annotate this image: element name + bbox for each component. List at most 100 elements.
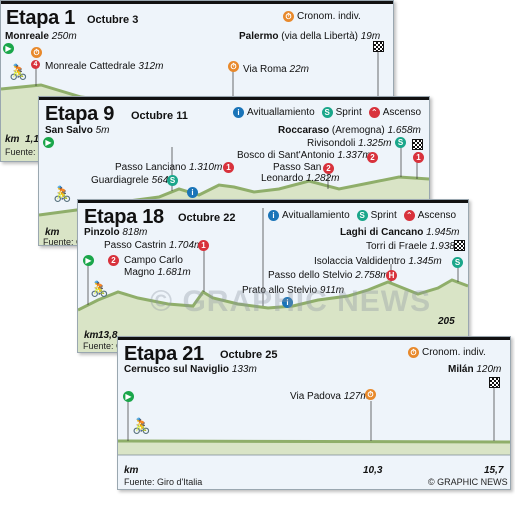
stage9-legend1: Avituallamiento <box>247 107 315 118</box>
stage1-point2-name: Via Roma <box>243 64 287 75</box>
stage9-finish-note: (Aremogna) <box>331 125 385 136</box>
climb-icon: 1 <box>413 152 424 163</box>
feed-zone-icon: i <box>268 210 279 221</box>
stage18-p3-alt: 1.938m <box>429 241 464 252</box>
finish-flag-icon <box>373 41 384 52</box>
stage18-p1-name: Passo Castrin <box>104 240 167 251</box>
stopwatch-icon: ⏱ <box>283 11 294 22</box>
climb-icon: 4 <box>31 60 40 69</box>
stopwatch-icon: ⏱ <box>228 61 239 72</box>
stage18-p3: Torri di Fraele 1.938m <box>366 241 463 252</box>
stage1-finish: Palermo (via della Libertà) 19m <box>239 31 380 42</box>
sprint-icon: S <box>167 175 178 186</box>
stage21-km-end: 15,7 <box>484 465 504 476</box>
stage9-p4: Leonardo 1.282m <box>261 173 339 184</box>
stage1-date: Octubre 3 <box>87 14 139 26</box>
stage1-topbar <box>1 1 393 4</box>
cyclist-icon: 🚴 <box>9 64 28 81</box>
stage18-p6: Prato allo Stelvio 911m <box>242 285 344 296</box>
finish-flag-icon <box>454 240 465 251</box>
stage1-title: Etapa 1 <box>6 7 76 29</box>
stage9-title: Etapa 9 <box>45 103 115 125</box>
stage9-p6-name: Guardiagrele <box>91 175 149 186</box>
stage1-start: Monreale 250m <box>5 31 77 42</box>
stage18-p4-alt: 1.345m <box>408 256 442 267</box>
stage1-km-start: 1,1 <box>25 134 39 145</box>
stage18-km-end: 205 <box>438 316 455 327</box>
stage9-p2: Bosco di Sant'Antonio 1.337m <box>237 150 371 161</box>
stage1-km-label: km <box>5 134 20 145</box>
stage21-p1-alt: 127m <box>343 391 369 402</box>
stage9-topbar <box>39 97 429 100</box>
stage21-credit: © GRAPHIC NEWS <box>428 477 508 487</box>
stage18-p5-alt: 2.758m <box>355 270 389 281</box>
climb-icon: H <box>386 270 397 281</box>
stage1-point1-alt: 312m <box>138 61 164 72</box>
stage18-legend3: Ascenso <box>417 210 457 221</box>
stage1-start-name: Monreale <box>5 31 49 42</box>
stage1-source: Fuente: G <box>5 147 46 157</box>
stage21-profile-svg <box>118 340 510 489</box>
watermark: © GRAPHIC NEWS <box>150 285 432 318</box>
stage9-p5-name: Passo Lanciano <box>115 162 187 173</box>
stage9-start: San Salvo 5m <box>45 125 110 136</box>
stage18-start: Pinzolo 818m <box>84 227 147 238</box>
stage1-legend: ⏱ Cronom. indiv. <box>283 11 361 22</box>
start-flag-icon: ▶ <box>83 255 94 266</box>
climb-icon: 2 <box>108 255 119 266</box>
climb-icon: 2 <box>367 152 378 163</box>
stage18-p2b-name: Magno <box>124 267 155 278</box>
start-flag-icon: ▶ <box>3 43 14 54</box>
sprint-icon: S <box>395 137 406 148</box>
stage18-topbar <box>78 200 468 203</box>
stopwatch-icon: ⏱ <box>365 389 376 400</box>
stage1-start-alt: 250m <box>51 31 77 42</box>
feed-zone-icon: i <box>187 187 198 198</box>
stage18-p4: Isolaccia Valdidentro 1.345m <box>314 256 442 267</box>
finish-flag-icon <box>489 377 500 388</box>
feed-zone-icon: i <box>282 297 293 308</box>
stage21-km-label: km <box>124 465 139 476</box>
stage9-legend2: Sprint <box>335 107 362 118</box>
stage1-point2-alt: 22m <box>289 64 309 75</box>
stage18-km-label: km <box>84 330 99 341</box>
stage18-p2-name: Campo Carlo <box>124 255 183 266</box>
stage9-finish-name: Roccaraso <box>278 125 330 136</box>
stage18-p1-alt: 1.704m <box>169 240 203 251</box>
climb-icon: ⌃ <box>368 107 380 118</box>
climb-icon: ⌃ <box>403 210 415 221</box>
stage21-topbar <box>118 337 510 340</box>
cyclist-icon: 🚴 <box>90 281 109 298</box>
stopwatch-icon: ⏱ <box>408 347 419 358</box>
stage18-profile-svg <box>78 203 468 352</box>
stage9-p6: Guardiagrele 564m <box>91 175 177 186</box>
cyclist-icon: 🚴 <box>53 186 72 203</box>
stage18-p6-alt: 911m <box>319 285 345 296</box>
stage18-km-start: 13,8 <box>98 330 118 341</box>
stage21-legend: ⏱ Cronom. indiv. <box>408 347 486 358</box>
stage9-p5: Passo Lanciano 1.310m <box>115 162 222 173</box>
stage9-p5-alt: 1.310m <box>188 162 223 173</box>
stage18-legend2: Sprint <box>370 210 397 221</box>
stage18-finish-name: Laghi di Cancano <box>340 227 424 238</box>
stage1-finish-alt: 19m <box>360 31 381 42</box>
stage9-start-alt: 5m <box>95 125 110 136</box>
stage1-point1-name: Monreale Cattedrale <box>45 61 136 72</box>
stage18-card: Etapa 18 Octubre 22 i Avituallamiento S … <box>77 199 469 353</box>
stage21-legend-label: Cronom. indiv. <box>422 347 486 358</box>
stage18-p2-alt: 1.681m <box>157 267 191 278</box>
stage21-finish: Milán 120m <box>448 364 501 375</box>
stage21-p1: Via Padova 127m <box>290 391 369 402</box>
cyclist-icon: 🚴 <box>132 418 151 435</box>
stage18-p5: Passo dello Stelvio 2.758m <box>268 270 389 281</box>
stage18-p6-name: Prato allo Stelvio <box>242 285 318 296</box>
stage9-km-label: km <box>45 227 60 238</box>
stage21-start: Cernusco sul Naviglio 133m <box>124 364 257 375</box>
start-flag-icon: ▶ <box>123 391 134 402</box>
stage9-p4-name: Leonardo <box>261 173 304 184</box>
stage21-title: Etapa 21 <box>124 343 204 365</box>
stage18-date: Octubre 22 <box>178 212 236 224</box>
stage21-finish-name: Milán <box>448 364 474 375</box>
sprint-icon: S <box>356 210 368 221</box>
stage9-p1-alt: 1.325m <box>358 138 392 149</box>
